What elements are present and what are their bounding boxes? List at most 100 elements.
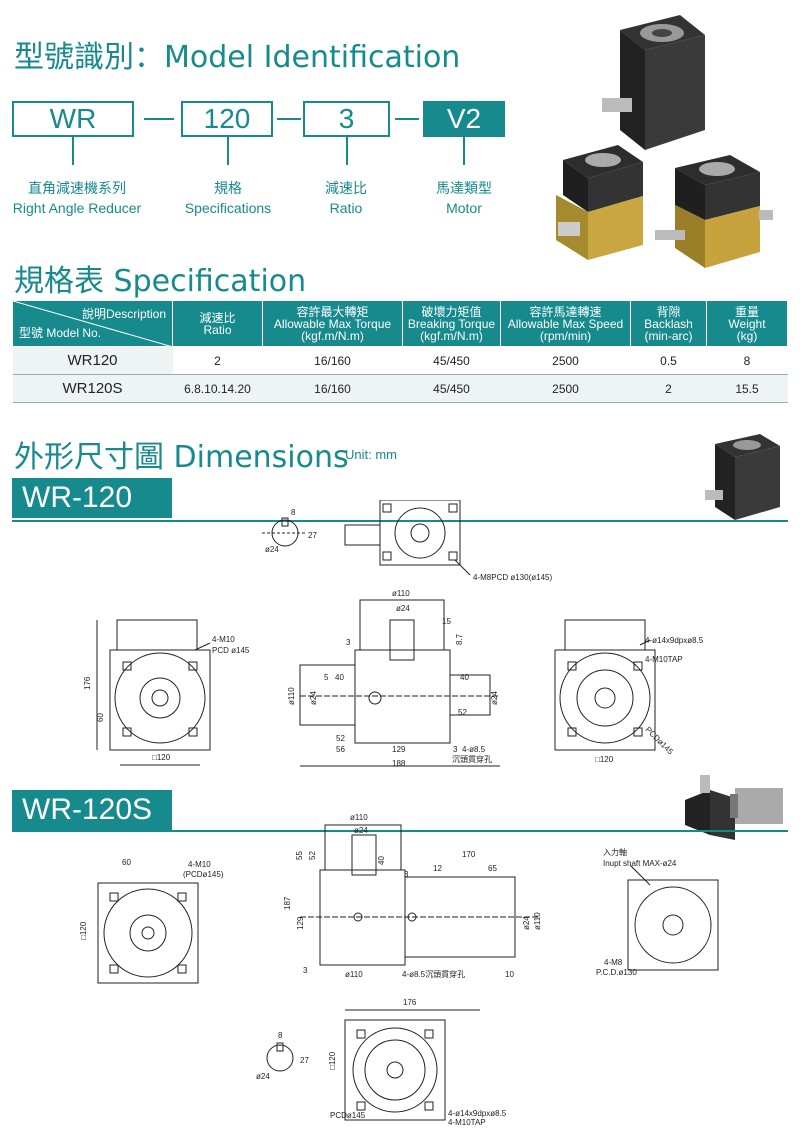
- product-image-gold-left: [556, 145, 643, 260]
- dimension-label: P.C.D.ø130: [596, 968, 637, 977]
- dimension-label: 55: [295, 851, 304, 860]
- dimension-label: 12: [433, 864, 442, 873]
- dimension-label: 沉頭貫穿孔: [452, 754, 492, 764]
- dimension-label: 4-ø8.5: [462, 745, 486, 754]
- dimension-label: Inupt shaft MAX-ø24: [603, 859, 677, 868]
- dimension-label: 65: [488, 864, 497, 873]
- dimension-label: 40: [335, 673, 344, 682]
- table-row: WR120 2 16/160 45/450 2500 0.5 8: [12, 346, 788, 375]
- dimension-label: ø110: [287, 687, 296, 705]
- dimension-label: 10: [505, 970, 514, 979]
- dimension-label: ø24: [490, 691, 499, 705]
- cell: 8: [706, 346, 788, 375]
- wr120s-drawing: 60 4-M10 (PCDø145) □120 ø110 ø24 55 52 4…: [79, 813, 719, 1127]
- dimension-label: 4-M8PCD ø130(ø145): [473, 573, 552, 582]
- code-dash: [144, 118, 174, 120]
- cell: 0.5: [630, 346, 707, 375]
- code-dash: [277, 118, 301, 120]
- dimension-label: 176: [403, 998, 417, 1007]
- corner-cell: 說明Description 型號 Model No.: [12, 300, 173, 347]
- cell: 15.5: [706, 374, 788, 403]
- connector-line: [227, 137, 229, 165]
- s-input-view: [627, 864, 719, 971]
- connector-line: [463, 137, 465, 165]
- banner-line: [12, 830, 788, 832]
- dimension-label: 40: [377, 856, 386, 865]
- dimension-label: 4-ø14x9dpxø8.5: [645, 636, 704, 645]
- cell: 6.8.10.14.20: [172, 374, 263, 403]
- dimension-label: ø110: [392, 589, 410, 598]
- dimension-label: 3: [404, 870, 409, 879]
- dimension-label: ø110: [533, 912, 542, 930]
- model-id-heading: 型號識別：Model Identification: [14, 40, 461, 75]
- top-view: [344, 500, 471, 576]
- dimension-label: 188: [392, 759, 406, 768]
- s-side-view: [300, 824, 540, 966]
- shaft-key-detail: [262, 517, 305, 547]
- dimension-label: 4-M8: [604, 958, 623, 967]
- code-ratio: 3: [303, 101, 390, 137]
- dimension-label: 4-M10: [212, 635, 235, 644]
- corner-top: 說明Description: [81, 307, 166, 321]
- product-image-top: [602, 15, 705, 150]
- dimension-label: (PCDø145): [183, 870, 224, 879]
- dimension-label: PCD ø145: [212, 646, 250, 655]
- left-view: [96, 619, 211, 766]
- dimension-label: 4-M10TAP: [448, 1118, 486, 1127]
- code-dash: [395, 118, 419, 120]
- dimension-label: 52: [458, 708, 467, 717]
- dimension-label: 176: [83, 676, 92, 690]
- dimension-label: 4-M10TAP: [645, 655, 683, 664]
- dimension-label: 187: [283, 896, 292, 910]
- product-image-small: [705, 434, 780, 520]
- row-model: WR120S: [12, 374, 173, 403]
- corner-bottom: 型號 Model No.: [19, 326, 102, 340]
- dimension-label: 27: [308, 531, 317, 540]
- dimension-label: 8: [278, 1031, 283, 1040]
- s-left-view: [97, 882, 199, 984]
- wr120-drawing: 8 27 ø24 4-M8PCD ø130(ø145) 4-M10 PCD ø1…: [83, 500, 704, 768]
- dimension-label: 52: [336, 734, 345, 743]
- connector-line: [72, 137, 74, 165]
- dimension-label: 52: [308, 851, 317, 860]
- dimension-label: 3: [303, 966, 308, 975]
- dimension-label: 170: [462, 850, 476, 859]
- right-view: [554, 619, 656, 751]
- dimension-label: □120: [328, 1051, 337, 1070]
- dimension-label: ø110: [345, 970, 363, 979]
- product-image-long: [685, 775, 783, 840]
- row-model: WR120: [12, 346, 173, 375]
- dimension-label: 8: [291, 508, 296, 517]
- dimension-label: 8.7: [455, 633, 464, 645]
- dimension-label: □120: [595, 755, 614, 764]
- dimension-label: 40: [460, 673, 469, 682]
- dimension-label: ø24: [256, 1072, 270, 1081]
- cell: 2500: [500, 346, 631, 375]
- cell: 2: [630, 374, 707, 403]
- dimension-label: 129: [392, 745, 406, 754]
- dimension-label: 27: [300, 1056, 309, 1065]
- dimensions-heading: 外形尺寸圖 Dimensions: [14, 440, 349, 475]
- dimension-label: 60: [122, 858, 131, 867]
- dimension-label: ø24: [309, 691, 318, 705]
- unit-label: Unit: mm: [345, 447, 397, 462]
- table-row: WR120S 6.8.10.14.20 16/160 45/450 2500 2…: [12, 374, 788, 403]
- cell: 16/160: [262, 374, 403, 403]
- cell: 2500: [500, 374, 631, 403]
- dimension-label: 3: [453, 745, 458, 754]
- product-image-gold-right: [655, 155, 773, 268]
- dimension-label: 3: [346, 638, 351, 647]
- connector-line: [346, 137, 348, 165]
- code-motor: V2: [423, 101, 505, 137]
- front-view: [299, 599, 500, 767]
- cell: 16/160: [262, 346, 403, 375]
